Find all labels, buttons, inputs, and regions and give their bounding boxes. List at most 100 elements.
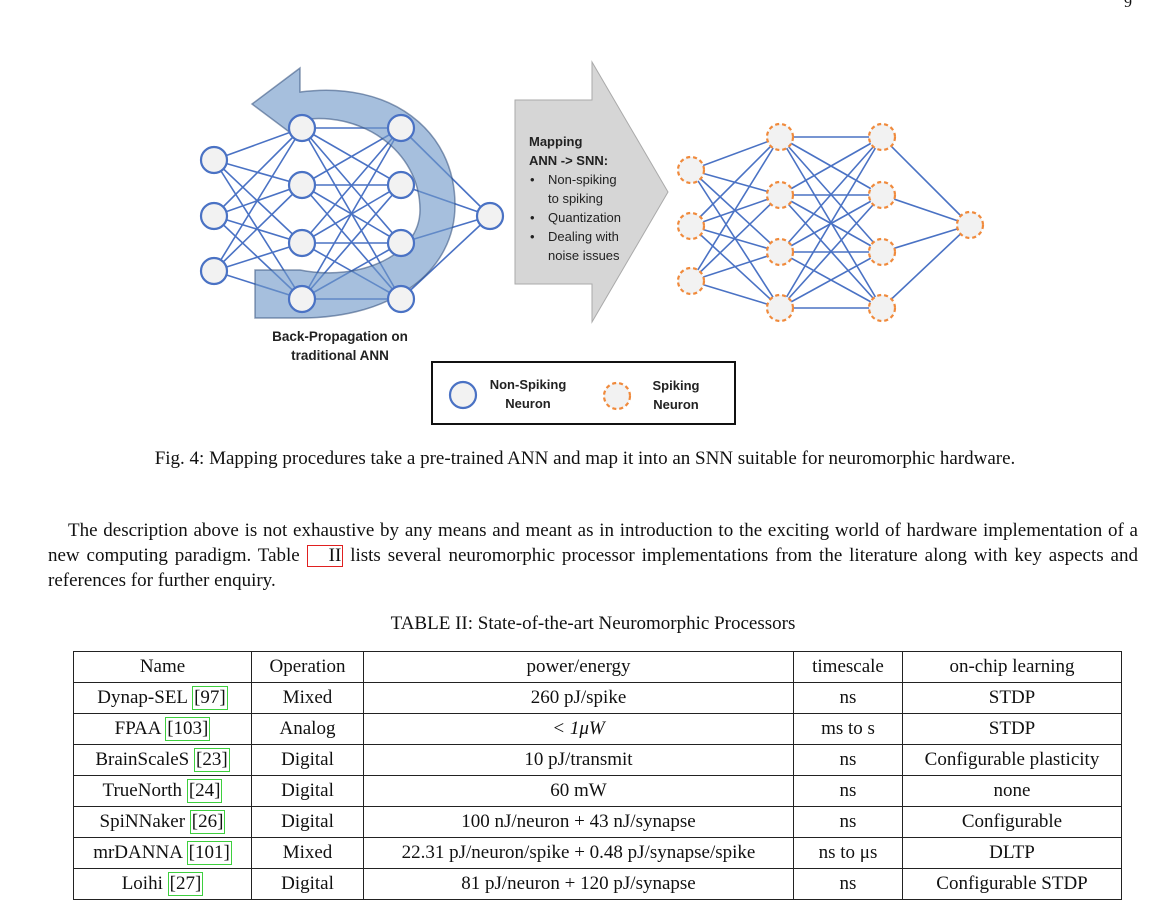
citation-link[interactable]: [97] xyxy=(192,686,228,710)
snn-neuron xyxy=(676,266,706,296)
paragraph-text-before: The description above is not exhaustive … xyxy=(48,520,1138,566)
ann-neuron xyxy=(287,284,317,314)
header-name: Name xyxy=(73,651,252,683)
table-reference-link[interactable]: II xyxy=(306,545,344,567)
citation-number: 101 xyxy=(194,842,224,863)
figure-ann-to-snn: Back-Propagation on traditional ANN Mapp… xyxy=(199,60,985,425)
cell-operation: Digital xyxy=(251,806,364,838)
cell-name: mrDANNA [101] xyxy=(73,837,252,869)
table-row: Dynap-SEL [97] Mixed 260 pJ/spike ns STD… xyxy=(73,682,1122,714)
bullet3-line2: noise issues xyxy=(548,248,620,263)
citation-number: 97 xyxy=(200,687,220,708)
cell-learning: DLTP xyxy=(902,837,1122,869)
cell-name: TrueNorth [24] xyxy=(73,775,252,807)
cell-timescale: ns xyxy=(793,775,903,807)
legend-spiking-label-2: Neuron xyxy=(653,397,699,412)
processor-name: Dynap-SEL xyxy=(97,687,188,708)
citation-link[interactable]: [101] xyxy=(186,841,232,865)
snn-neuron xyxy=(867,293,897,323)
ann-connection xyxy=(301,127,402,244)
legend-nonspiking-icon xyxy=(448,380,478,410)
backprop-arrow xyxy=(250,66,456,319)
ann-connection xyxy=(400,215,491,300)
snn-connection xyxy=(690,251,781,282)
cell-learning: none xyxy=(902,775,1122,807)
citation-link[interactable]: [23] xyxy=(194,748,230,772)
cell-learning: Configurable STDP xyxy=(902,868,1122,900)
snn-neuron xyxy=(676,155,706,185)
snn-neuron xyxy=(676,211,706,241)
legend-spiking-label-1: Spiking xyxy=(653,378,700,393)
snn-connection xyxy=(779,251,883,309)
citation-link[interactable]: [26] xyxy=(189,810,226,834)
legend-nonspiking-label-2: Neuron xyxy=(505,396,551,411)
page-number: 9 xyxy=(1124,0,1132,11)
snn-connection xyxy=(881,136,971,226)
ann-connection xyxy=(213,184,303,272)
citation-number: 103 xyxy=(173,718,203,739)
snn-connection xyxy=(690,280,781,309)
cell-timescale: ns xyxy=(793,868,903,900)
ann-neurons xyxy=(199,113,505,314)
header-learning: on-chip learning xyxy=(902,651,1122,683)
citation-number: 23 xyxy=(202,749,222,770)
snn-connection xyxy=(690,194,781,282)
backprop-label-1: Back-Propagation on xyxy=(272,329,408,344)
cell-name: SpiNNaker [26] xyxy=(73,806,252,838)
backprop-label-2: traditional ANN xyxy=(291,348,389,363)
body-paragraph: The description above is not exhaustive … xyxy=(48,518,1138,593)
bullet-dot: • xyxy=(530,229,535,244)
ann-connection xyxy=(213,159,303,244)
snn-neuron xyxy=(867,180,897,210)
bullet1-line2: to spiking xyxy=(548,191,603,206)
citation-link[interactable]: [24] xyxy=(186,779,223,803)
snn-neuron xyxy=(765,122,795,152)
cell-timescale: ms to s xyxy=(793,713,903,745)
snn-neuron xyxy=(867,237,897,267)
legend-spiking-icon xyxy=(602,381,632,411)
ann-neuron xyxy=(199,201,229,231)
ann-neuron xyxy=(386,113,416,143)
processor-name: TrueNorth xyxy=(102,780,183,801)
table-row: mrDANNA [101] Mixed 22.31 pJ/neuron/spik… xyxy=(73,837,1122,869)
cell-operation: Mixed xyxy=(251,837,364,869)
paragraph-text-after: lists several neuromorphic processor imp… xyxy=(48,545,1138,591)
ann-neuron xyxy=(386,170,416,200)
snn-connection xyxy=(779,194,883,309)
ann-connection xyxy=(213,127,303,217)
processor-name: FPAA xyxy=(114,718,161,739)
ann-neuron xyxy=(287,113,317,143)
ann-connection xyxy=(213,242,303,272)
cell-power: 10 pJ/transmit xyxy=(363,744,794,776)
snn-connection xyxy=(690,136,781,171)
table-row: TrueNorth [24] Digital 60 mW ns none xyxy=(73,775,1122,807)
table-header-row: Name Operation power/energy timescale on… xyxy=(73,651,1122,683)
ann-neuron xyxy=(287,170,317,200)
legend-box xyxy=(431,361,736,425)
cell-learning: Configurable xyxy=(902,806,1122,838)
cell-name: FPAA [103] xyxy=(73,713,252,745)
cell-power: < 1μW xyxy=(363,713,794,745)
bullet-dot: • xyxy=(530,210,535,225)
cell-timescale: ns to μs xyxy=(793,837,903,869)
cell-power: 100 nJ/neuron + 43 nJ/synapse xyxy=(363,806,794,838)
snn-neurons xyxy=(676,122,985,323)
ann-neuron xyxy=(199,256,229,286)
bullet-dot: • xyxy=(530,172,535,187)
cell-timescale: ns xyxy=(793,682,903,714)
mapping-arrow xyxy=(514,60,669,324)
citation-link[interactable]: [27] xyxy=(167,872,204,896)
cell-operation: Analog xyxy=(251,713,364,745)
citation-link[interactable]: [103] xyxy=(165,717,211,741)
header-timescale: timescale xyxy=(793,651,903,683)
processor-name: SpiNNaker xyxy=(99,811,186,832)
ann-neuron xyxy=(386,284,416,314)
snn-neuron xyxy=(867,122,897,152)
cell-power: 81 pJ/neuron + 120 pJ/synapse xyxy=(363,868,794,900)
processor-name: BrainScaleS xyxy=(95,749,190,770)
mapping-title-1: Mapping xyxy=(529,134,582,149)
bullet1-line1: Non-spiking xyxy=(548,172,617,187)
cell-timescale: ns xyxy=(793,806,903,838)
snn-connection xyxy=(881,194,971,226)
legend-nonspiking-label-1: Non-Spiking xyxy=(490,377,567,392)
